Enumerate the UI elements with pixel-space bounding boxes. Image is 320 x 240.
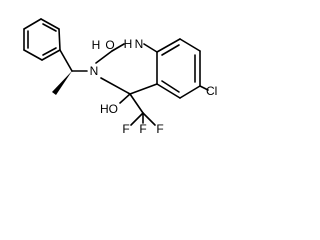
phenyl-ring (23, 18, 61, 61)
chlorobenzene-ring (156, 38, 209, 99)
hydroxyl-label: HO (100, 102, 118, 116)
amine-hydrogen-label: H (124, 37, 133, 51)
fluorine-label-right: F (156, 122, 163, 136)
chemical-structure-diagram: O H H N N Cl HO F F F (23, 18, 217, 136)
trifluoromethyl-group (119, 93, 156, 126)
heterocyclic-ring (95, 43, 158, 95)
stereo-wedge-bond (52, 71, 72, 95)
carbonyl-hydroxyl-label: O (105, 38, 114, 52)
hydrogen-label: H (92, 38, 101, 52)
chlorine-label: Cl (206, 84, 217, 98)
fluorine-label-top: F (139, 122, 146, 136)
fluorine-label-left: F (122, 122, 129, 136)
chiral-ethyl-linker (52, 49, 88, 95)
nitrogen-3-label: N (90, 64, 99, 78)
nitrogen-1-label: N (135, 37, 144, 51)
